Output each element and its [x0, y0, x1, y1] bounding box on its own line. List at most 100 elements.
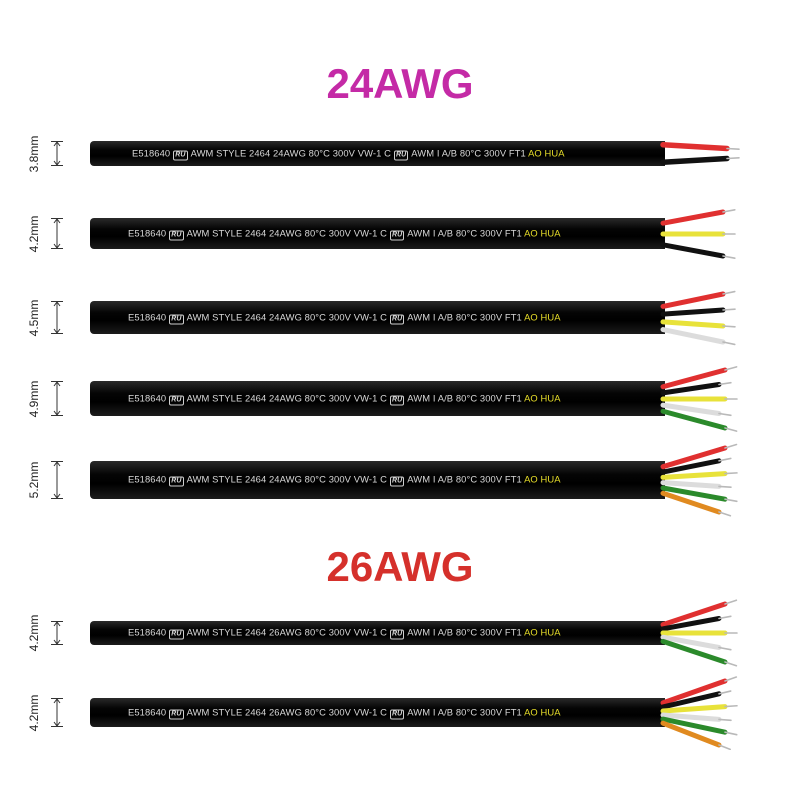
print-brand: AO HUA — [524, 311, 561, 322]
diameter-label: 4.2mm — [27, 694, 41, 731]
wire — [660, 142, 740, 152]
print-brand: AO HUA — [524, 473, 561, 485]
diameter-label: 4.9mm — [27, 380, 41, 417]
print-code: E518640 — [128, 227, 167, 238]
print-brand: AO HUA — [528, 147, 565, 158]
wire — [660, 241, 736, 259]
wire — [660, 402, 732, 416]
wire — [660, 599, 738, 628]
diameter-label: 4.2mm — [27, 614, 41, 652]
dimension-arrow-icon — [51, 621, 63, 645]
wire — [660, 318, 736, 328]
dimension-arrow-icon — [51, 218, 63, 249]
print-rating: AWM I A/B 80°C 300V FT1 — [411, 147, 526, 158]
wire-fan — [660, 365, 738, 432]
wire — [660, 443, 738, 470]
diameter-label: 5.2mm — [27, 461, 41, 499]
wire — [660, 208, 736, 226]
wire-fan — [660, 208, 736, 259]
wire-fan — [660, 443, 738, 517]
print-brand: AO HUA — [524, 392, 561, 403]
ul-recognized-mark-icon: RU — [393, 150, 409, 160]
print-style: AWM STYLE 2464 26AWG 80°C 300V VW-1 C — [186, 626, 387, 638]
diameter-marker: 5.2mm — [27, 461, 70, 499]
ul-recognized-mark-icon: RU — [389, 476, 405, 487]
wire — [660, 457, 732, 475]
print-rating: AWM I A/B 80°C 300V FT1 — [407, 626, 522, 638]
ul-recognized-mark-icon: RU — [169, 395, 184, 405]
wire — [660, 408, 738, 432]
print-code: E518640 — [128, 392, 167, 403]
diameter-marker: 4.2mm — [27, 615, 70, 651]
wire — [660, 307, 736, 317]
print-rating: AWM I A/B 80°C 300V FT1 — [407, 473, 522, 485]
ul-recognized-mark-icon: RU — [169, 709, 184, 719]
ul-recognized-mark-icon: RU — [169, 476, 184, 487]
diameter-label: 3.8mm — [27, 135, 41, 172]
dimension-arrow-icon — [51, 381, 63, 416]
print-style: AWM STYLE 2464 24AWG 80°C 300V VW-1 C — [186, 311, 387, 322]
print-code: E518640 — [128, 473, 167, 485]
wire — [660, 365, 738, 389]
wire — [660, 675, 738, 705]
ul-recognized-mark-icon: RU — [169, 314, 184, 324]
print-style: AWM STYLE 2464 24AWG 80°C 300V VW-1 C — [190, 147, 391, 158]
print-style: AWM STYLE 2464 24AWG 80°C 300V VW-1 C — [186, 473, 387, 485]
ul-recognized-mark-icon: RU — [389, 709, 405, 719]
ul-recognized-mark-icon: RU — [173, 150, 188, 160]
wire — [660, 480, 732, 489]
ul-recognized-mark-icon: RU — [389, 314, 405, 324]
wire — [660, 716, 738, 735]
ul-recognized-mark-icon: RU — [389, 230, 405, 240]
heading-26awg: 26AWG — [326, 543, 474, 590]
wire — [660, 712, 732, 722]
wire — [660, 490, 732, 517]
diameter-marker: 3.8mm — [27, 135, 70, 172]
print-style: AWM STYLE 2464 26AWG 80°C 300V VW-1 C — [186, 706, 387, 717]
print-brand: AO HUA — [524, 706, 561, 717]
print-brand: AO HUA — [524, 227, 561, 238]
wire — [660, 615, 732, 632]
ul-recognized-mark-icon: RU — [389, 629, 405, 640]
print-brand: AO HUA — [524, 626, 561, 638]
print-code: E518640 — [132, 147, 171, 158]
dimension-arrow-icon — [51, 461, 63, 499]
wire — [660, 638, 738, 667]
print-code: E518640 — [128, 311, 167, 322]
dimension-arrow-icon — [51, 141, 63, 166]
diameter-label: 4.5mm — [27, 299, 41, 336]
dimension-arrow-icon — [51, 301, 63, 334]
diameter-marker: 4.2mm — [27, 215, 70, 252]
wire — [660, 471, 738, 480]
print-code: E518640 — [128, 626, 167, 638]
diameter-marker: 4.9mm — [27, 380, 70, 417]
wire — [660, 720, 731, 750]
wire — [660, 485, 738, 503]
wire — [660, 290, 736, 309]
print-style: AWM STYLE 2464 24AWG 80°C 300V VW-1 C — [186, 227, 387, 238]
wire — [660, 703, 738, 713]
diameter-label: 4.2mm — [27, 215, 41, 252]
wire-fan — [660, 599, 738, 667]
wire — [660, 155, 740, 165]
wire — [660, 326, 736, 345]
